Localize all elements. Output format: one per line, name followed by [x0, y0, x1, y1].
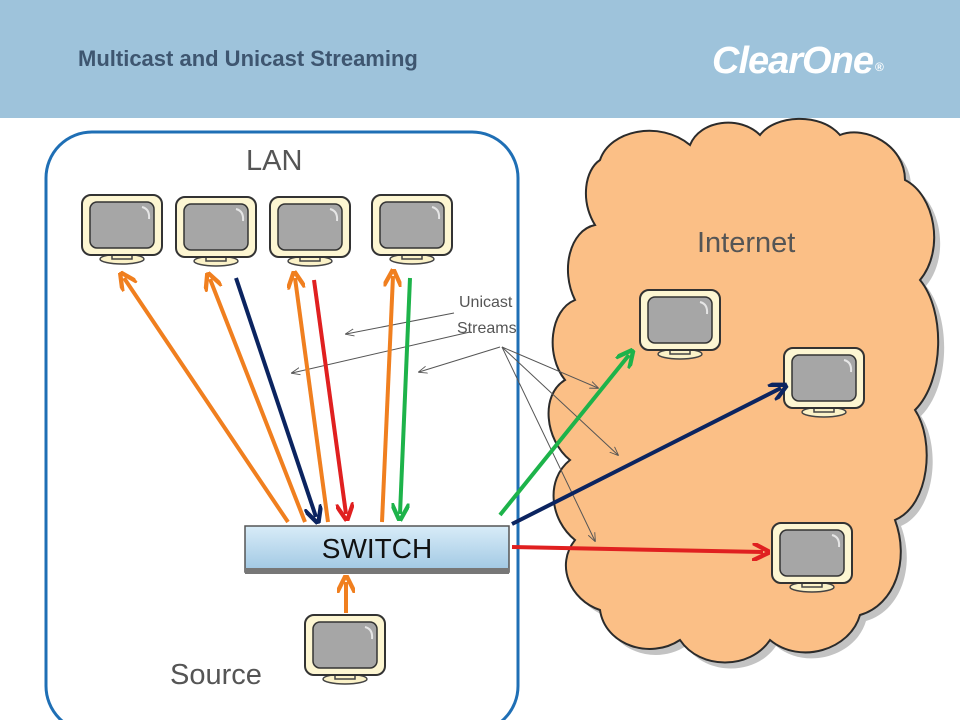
internet-label: Internet	[697, 227, 795, 259]
lan-computer-icon	[269, 196, 351, 267]
header-bar: Multicast and Unicast Streaming ClearOne…	[0, 0, 960, 118]
multicast-arrows	[124, 276, 393, 613]
unicast-label-line1: Unicast	[459, 294, 513, 311]
internet-computer-icon	[771, 522, 853, 593]
unicast-label-line2: Streams	[457, 320, 517, 337]
clearone-logo: ClearOne®	[712, 40, 884, 83]
source-label: Source	[170, 659, 262, 691]
lan-label: LAN	[246, 145, 302, 177]
lan-boundary	[44, 130, 520, 720]
unicast-pointer-lines	[292, 312, 618, 541]
logo-text: ClearOne	[712, 40, 874, 82]
logo-registered-mark: ®	[874, 60, 884, 74]
internet-cloud	[547, 117, 945, 669]
source-computer-icon	[304, 614, 386, 685]
network-switch: SWITCH	[244, 525, 510, 574]
internet-computer-icon	[639, 289, 721, 360]
lan-computer-icon	[175, 196, 257, 267]
lan-computer-icon	[81, 194, 163, 265]
internet-computer-icon	[783, 347, 865, 418]
slide-title: Multicast and Unicast Streaming	[78, 46, 418, 71]
lan-computer-icon	[371, 194, 453, 265]
switch-label: SWITCH	[322, 533, 432, 564]
unicast-stream-arrows	[234, 277, 781, 552]
